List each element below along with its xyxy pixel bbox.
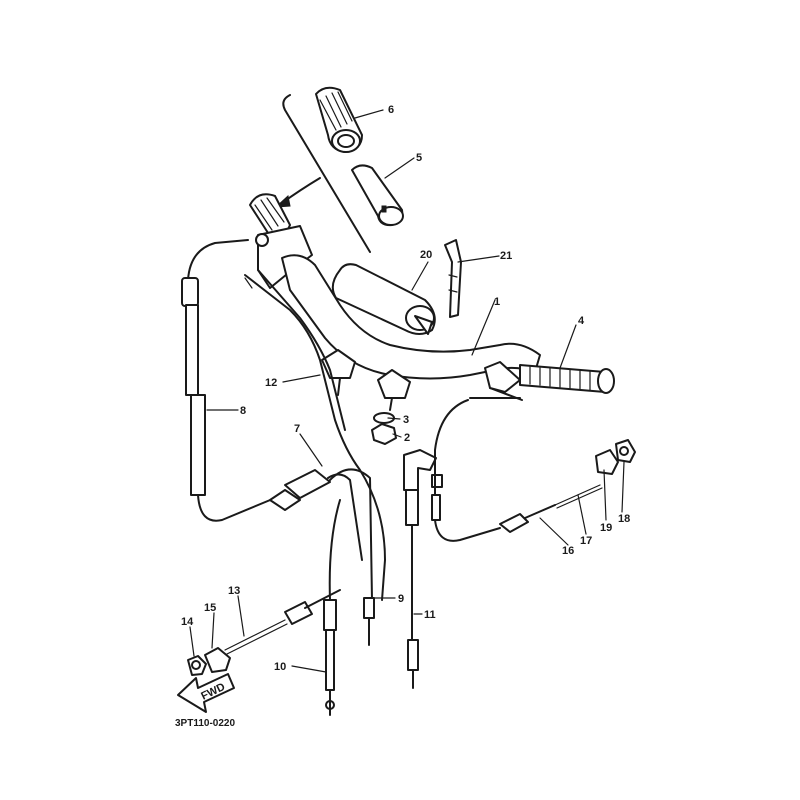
forward-arrow-label: FWD [199, 681, 227, 703]
callout-4: 4 [578, 315, 585, 327]
callout-16: 16 [562, 545, 574, 557]
adjuster-part-19 [595, 449, 619, 475]
callout-17: 17 [580, 535, 592, 547]
adjuster-parts-18-19 [595, 439, 636, 475]
strap-part-21 [444, 239, 462, 318]
forward-arrow: FWD [177, 673, 235, 713]
grip-detail-bracket [274, 94, 371, 253]
callout-3: 3 [403, 414, 409, 426]
callout-18: 18 [618, 513, 630, 525]
callout-20: 20 [420, 249, 432, 261]
callout-2: 2 [404, 432, 410, 444]
callout-5: 5 [416, 152, 422, 164]
callout-9: 9 [398, 593, 404, 605]
throttle-tube-part-5 [351, 164, 404, 227]
callout-6: 6 [388, 104, 394, 116]
nut-part-2 [371, 423, 397, 445]
callout-19: 19 [600, 522, 612, 534]
callout-14: 14 [181, 616, 194, 628]
right-grip-part-4 [484, 361, 615, 401]
callout-8: 8 [240, 405, 246, 417]
callout-labels: 6 5 20 21 1 4 12 3 2 8 7 9 11 10 13 15 1… [181, 104, 630, 673]
cables [181, 239, 603, 716]
callout-1: 1 [494, 296, 500, 308]
callout-12: 12 [265, 377, 277, 389]
adjuster-parts-13-15 [187, 589, 341, 676]
callout-7: 7 [294, 423, 300, 435]
callout-11: 11 [424, 609, 436, 621]
callout-21: 21 [500, 250, 512, 262]
grip-part-6 [315, 86, 363, 153]
callout-13: 13 [228, 585, 240, 597]
diagram-code: 3PT110-0220 [175, 718, 235, 729]
leader-lines [189, 109, 625, 673]
adjuster-part-15 [204, 647, 231, 673]
bar-pad-part-20 [331, 263, 436, 335]
callout-15: 15 [204, 602, 216, 614]
callout-10: 10 [274, 661, 286, 673]
